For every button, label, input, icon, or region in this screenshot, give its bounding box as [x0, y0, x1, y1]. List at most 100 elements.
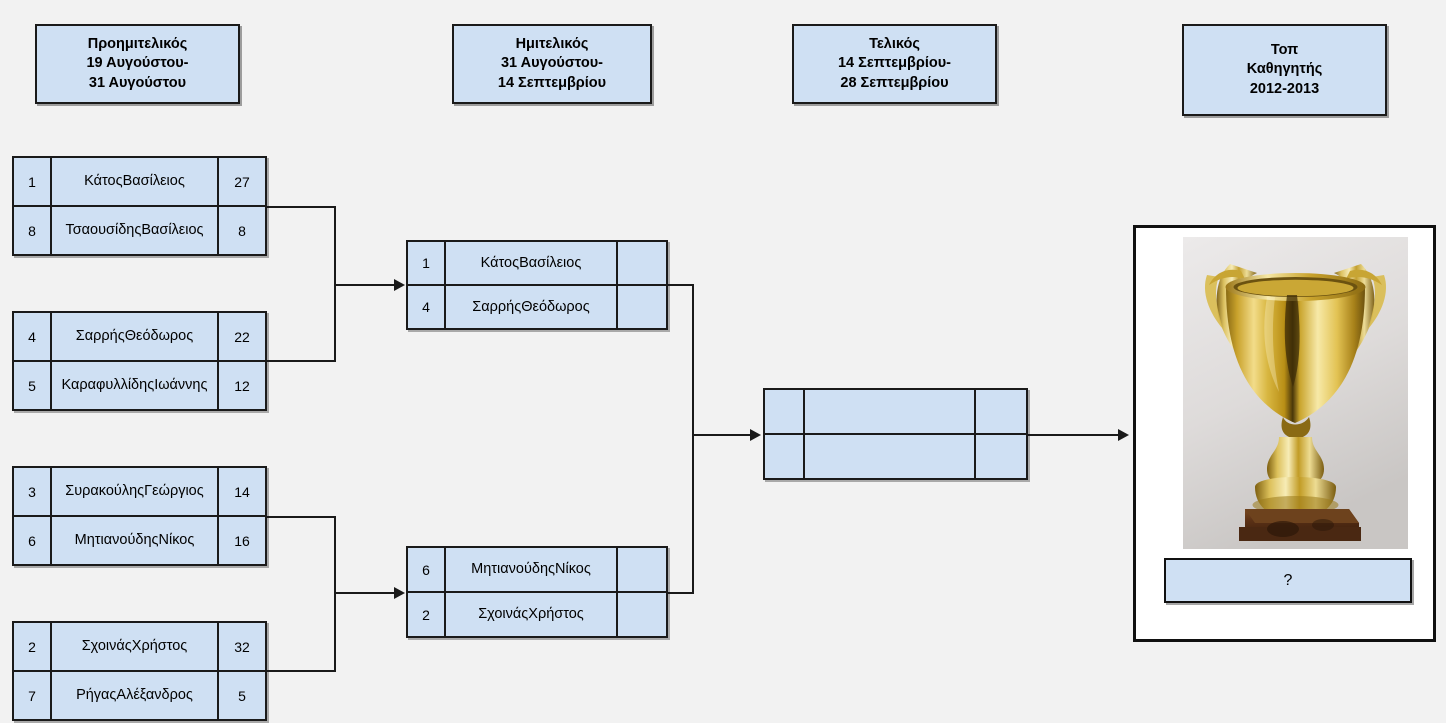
match-row: 5 Καραφυλλίδης Ιωάννης 12 [14, 360, 265, 409]
round-subtitle: Καθηγητής [1246, 61, 1323, 78]
connector-qf4-out [267, 670, 336, 672]
player-seed: 2 [14, 623, 52, 670]
player-seed: 4 [408, 286, 446, 328]
match-row [765, 433, 1026, 478]
round-title: Τοπ [1270, 42, 1299, 59]
player-name: Συρακούλης Γεώργιος [52, 468, 217, 515]
match-row: 1 Κάτος Βασίλειος 27 [14, 158, 265, 205]
player-score [616, 286, 666, 328]
connector-sf2-in [334, 592, 396, 594]
match-row: 8 Τσαουσίδης Βασίλειος 8 [14, 205, 265, 254]
player-lastname: Κάτος [480, 254, 520, 271]
player-firstname: Αλέξανδρος [116, 687, 193, 704]
player-lastname: Ρήγας [76, 687, 117, 704]
match-row: 1 Κάτος Βασίλειος [408, 242, 666, 284]
match-quarterfinal-1: 1 Κάτος Βασίλειος 27 8 Τσαουσίδης Βασίλε… [12, 156, 267, 256]
player-name: Μητιανούδης Νίκος [446, 548, 616, 591]
player-firstname: Γεώργιος [144, 483, 204, 500]
player-seed: 3 [14, 468, 52, 515]
match-row: 2 Σχοινάς Χρήστος [408, 591, 666, 636]
player-name [805, 390, 974, 433]
round-date-from: 31 Αυγούστου- [500, 55, 603, 72]
player-name: Κάτος Βασίλειος [52, 158, 217, 205]
connector-sf2-arrowhead [394, 587, 405, 599]
player-name: Ρήγας Αλέξανδρος [52, 672, 217, 719]
match-row: 2 Σχοινάς Χρήστος 32 [14, 623, 265, 670]
connector-sf1-out [668, 284, 694, 286]
player-score [974, 435, 1026, 478]
player-score: 32 [217, 623, 265, 670]
connector-qf3-out [267, 516, 336, 518]
player-seed: 6 [14, 517, 52, 564]
connector-sf2-vertical [334, 516, 336, 672]
player-name: Σχοινάς Χρήστος [446, 593, 616, 636]
player-firstname: Ιωάννης [154, 377, 208, 394]
match-semifinal-2: 6 Μητιανούδης Νίκος 2 Σχοινάς Χρήστος [406, 546, 668, 638]
connector-champion-in [1028, 434, 1120, 436]
player-seed: 5 [14, 362, 52, 409]
player-seed: 2 [408, 593, 446, 636]
round-date-from: 19 Αυγούστου- [86, 55, 189, 72]
trophy-icon [1183, 237, 1408, 549]
player-score: 27 [217, 158, 265, 205]
match-row: 6 Μητιανούδης Νίκος [408, 548, 666, 591]
player-firstname: Θεόδωρος [521, 298, 590, 315]
player-name: Καραφυλλίδης Ιωάννης [52, 362, 217, 409]
round-title: Τελικός [869, 36, 920, 53]
player-lastname: Σαρρής [472, 298, 522, 315]
round-header-quarterfinal: Προημιτελικός 19 Αυγούστου- 31 Αυγούστου [35, 24, 240, 104]
match-row: 6 Μητιανούδης Νίκος 16 [14, 515, 265, 564]
match-quarterfinal-4: 2 Σχοινάς Χρήστος 32 7 Ρήγας Αλέξανδρος … [12, 621, 267, 721]
match-semifinal-1: 1 Κάτος Βασίλειος 4 Σαρρής Θεόδωρος [406, 240, 668, 330]
connector-sf2-out [668, 592, 694, 594]
connector-final-in [692, 434, 752, 436]
player-lastname: Μητιανούδης [471, 561, 555, 578]
player-name: Τσαουσίδης Βασίλειος [52, 207, 217, 254]
player-firstname: Θεόδωρος [124, 328, 194, 345]
player-seed: 1 [14, 158, 52, 205]
player-score: 16 [217, 517, 265, 564]
match-row: 4 Σαρρής Θεόδωρος 22 [14, 313, 265, 360]
connector-final-arrowhead [750, 429, 761, 441]
match-final [763, 388, 1028, 480]
champion-panel: ? [1133, 225, 1436, 642]
connector-qf1-out [267, 206, 336, 208]
player-lastname: Σχοινάς [478, 606, 529, 623]
connector-sf1-in [334, 284, 396, 286]
player-seed: 7 [14, 672, 52, 719]
connector-qf2-out [267, 360, 336, 362]
player-score: 12 [217, 362, 265, 409]
player-lastname: Μητιανούδης [74, 532, 159, 549]
match-row: 3 Συρακούλης Γεώργιος 14 [14, 468, 265, 515]
round-header-semifinal: Ημιτελικός 31 Αυγούστου- 14 Σεπτεμβρίου [452, 24, 652, 104]
champion-placeholder: ? [1283, 571, 1293, 589]
player-score [616, 242, 666, 284]
player-firstname: Νίκος [555, 561, 591, 578]
player-seed [765, 390, 805, 433]
round-date-from: 14 Σεπτεμβρίου- [837, 55, 952, 72]
player-lastname: Σχοινάς [81, 638, 132, 655]
round-title: Ημιτελικός [515, 36, 589, 53]
player-firstname: Νίκος [158, 532, 195, 549]
player-score [616, 593, 666, 636]
player-seed: 6 [408, 548, 446, 591]
player-seed: 8 [14, 207, 52, 254]
match-quarterfinal-3: 3 Συρακούλης Γεώργιος 14 6 Μητιανούδης Ν… [12, 466, 267, 566]
player-score: 8 [217, 207, 265, 254]
player-score [974, 390, 1026, 433]
round-title: Προημιτελικός [87, 36, 188, 53]
player-seed [765, 435, 805, 478]
player-lastname: Σαρρής [75, 328, 125, 345]
champion-name-box: ? [1164, 558, 1412, 603]
connector-final-vertical [692, 284, 694, 594]
player-firstname: Χρήστος [131, 638, 188, 655]
player-score: 14 [217, 468, 265, 515]
round-header-final: Τελικός 14 Σεπτεμβρίου- 28 Σεπτεμβρίου [792, 24, 997, 104]
player-firstname: Βασίλειος [122, 173, 185, 190]
player-score: 5 [217, 672, 265, 719]
player-lastname: Τσαουσίδης [65, 222, 142, 239]
connector-sf1-arrowhead [394, 279, 405, 291]
round-header-champion: Τοπ Καθηγητής 2012-2013 [1182, 24, 1387, 116]
player-name: Σχοινάς Χρήστος [52, 623, 217, 670]
round-date-to: 28 Σεπτεμβρίου [840, 74, 949, 91]
